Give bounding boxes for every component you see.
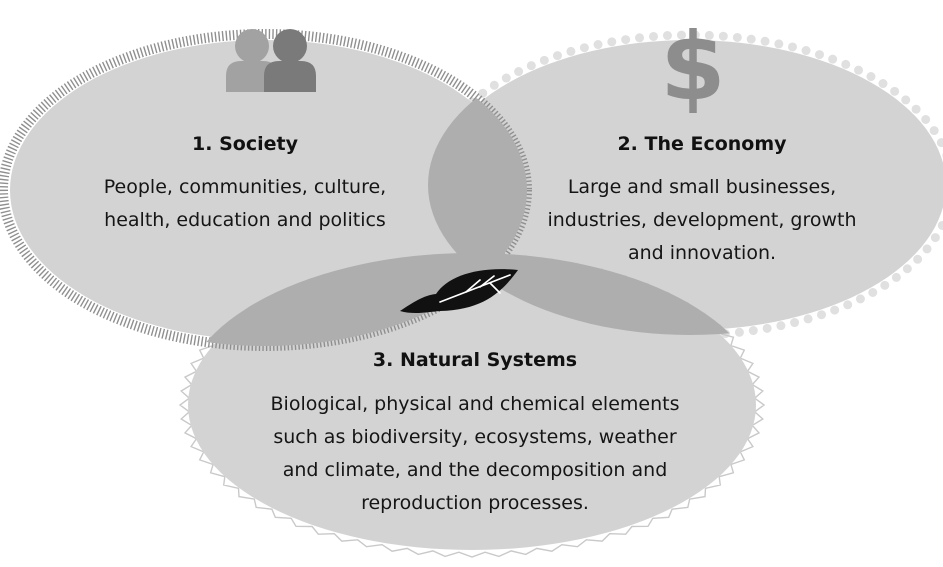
- economy-fill: [434, 40, 943, 330]
- society-line-1: People, communities, culture,: [104, 176, 386, 198]
- society-title: 1. Society: [192, 133, 299, 155]
- economy-line-2: industries, development, growth: [547, 209, 856, 231]
- natural-line-2: such as biodiversity, ecosystems, weathe…: [273, 426, 677, 448]
- leaf-icon: [400, 269, 518, 314]
- economy-text: 2. The Economy Large and small businesse…: [547, 133, 856, 264]
- society-hatched-border: [0, 29, 532, 351]
- society-text: 1. Society People, communities, culture,…: [104, 133, 386, 231]
- natural-line-3: and climate, and the decomposition and: [283, 459, 668, 481]
- natural-title: 3. Natural Systems: [373, 349, 577, 371]
- people-icon: [226, 29, 316, 92]
- natural-line-1: Biological, physical and chemical elemen…: [271, 393, 680, 415]
- economy-title: 2. The Economy: [617, 133, 787, 155]
- natural-text: 3. Natural Systems Biological, physical …: [271, 349, 680, 514]
- society-line-2: health, education and politics: [104, 209, 386, 231]
- economy-line-3: and innovation.: [628, 242, 776, 264]
- dollar-icon: $: [660, 13, 725, 122]
- natural-line-4: reproduction processes.: [361, 492, 589, 514]
- economy-line-1: Large and small businesses,: [568, 176, 836, 198]
